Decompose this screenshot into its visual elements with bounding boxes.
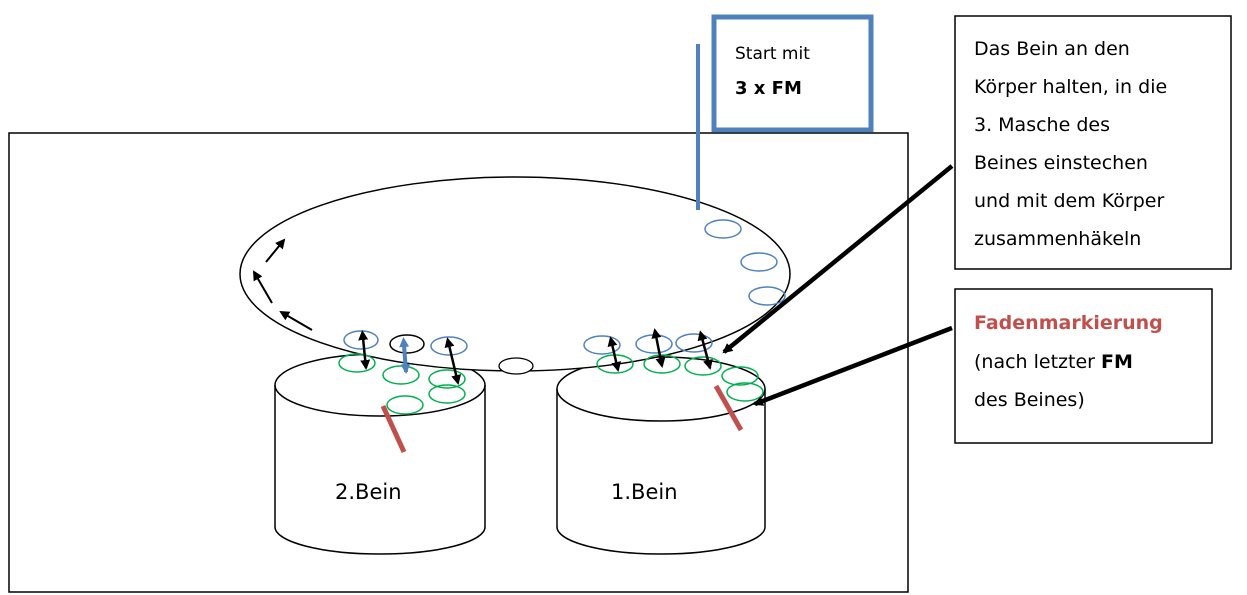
marker-pointer-arrow: [753, 325, 953, 407]
start-box: Start mit 3 x FM: [711, 14, 874, 133]
body-ellipse: [239, 176, 791, 372]
thread-marker-leg-1: [713, 384, 744, 432]
instruction-line-1: Das Bein an den: [974, 38, 1130, 60]
leg-2: 2.Bein: [274, 353, 486, 555]
direction-arrows: [252, 238, 313, 331]
blue-join-arrow: [399, 337, 411, 374]
start-box-line1: Start mit: [735, 44, 810, 64]
leg-1-label: 1.Bein: [611, 480, 678, 504]
join-arrows: [358, 328, 713, 385]
marker-box-line3: des Beines): [974, 389, 1085, 411]
instruction-pointer-arrow: [722, 164, 954, 354]
instruction-line-4: Beines einstechen: [974, 152, 1148, 174]
instruction-line-6: zusammenhäkeln: [974, 228, 1141, 250]
instruction-line-2: Körper halten, in die: [974, 76, 1167, 98]
start-box-line2: 3 x FM: [735, 78, 802, 99]
connector-stitch: [498, 357, 534, 375]
marker-box-title: Fadenmarkierung: [974, 312, 1163, 334]
leg-1: 1.Bein: [556, 356, 766, 555]
instruction-box: Das Bein an den Körper halten, in die 3.…: [954, 15, 1232, 270]
leg-2-label: 2.Bein: [335, 480, 402, 504]
thread-marker-leg-2: [380, 404, 407, 454]
instruction-line-5: und mit dem Körper: [974, 190, 1164, 212]
marker-box: Fadenmarkierung (nach letzter FM des Bei…: [954, 288, 1213, 444]
instruction-line-3: 3. Masche des: [974, 114, 1110, 136]
outer-frame: [8, 132, 909, 593]
marker-box-line2: (nach letzter FM: [974, 351, 1133, 373]
